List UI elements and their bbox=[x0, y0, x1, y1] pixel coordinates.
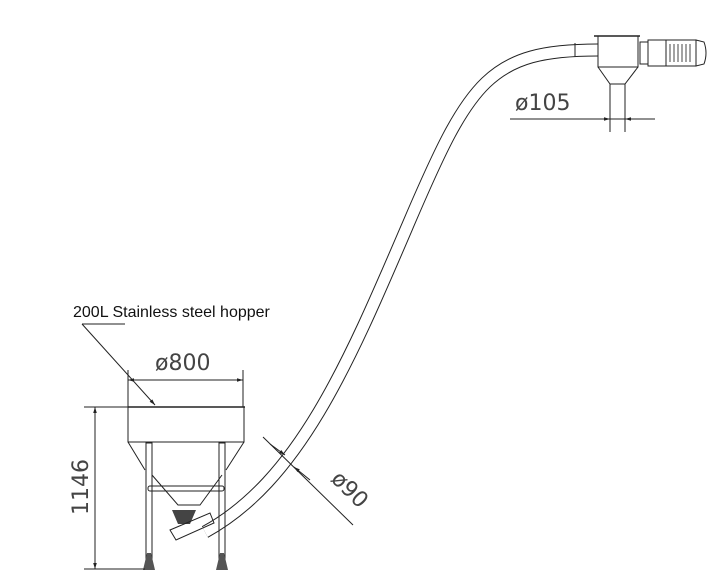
hopper-diameter-dimension bbox=[127, 370, 244, 407]
hopper-leader bbox=[81, 323, 156, 406]
drive-motor bbox=[639, 39, 707, 67]
hopper-height-dimension bbox=[84, 406, 145, 570]
hopper-label: 200L Stainless steel hopper bbox=[73, 304, 271, 321]
outlet-diameter-label: ø105 bbox=[515, 91, 570, 116]
hopper-height-label: 1146 bbox=[69, 459, 94, 515]
hopper bbox=[127, 406, 245, 570]
tube-diameter-label: ø90 bbox=[326, 467, 373, 514]
hopper-diameter-label: ø800 bbox=[155, 351, 210, 376]
tube-diameter-dimension bbox=[262, 436, 354, 526]
discharge-head bbox=[594, 35, 640, 132]
flexible-conveyor-tube bbox=[201, 43, 599, 538]
